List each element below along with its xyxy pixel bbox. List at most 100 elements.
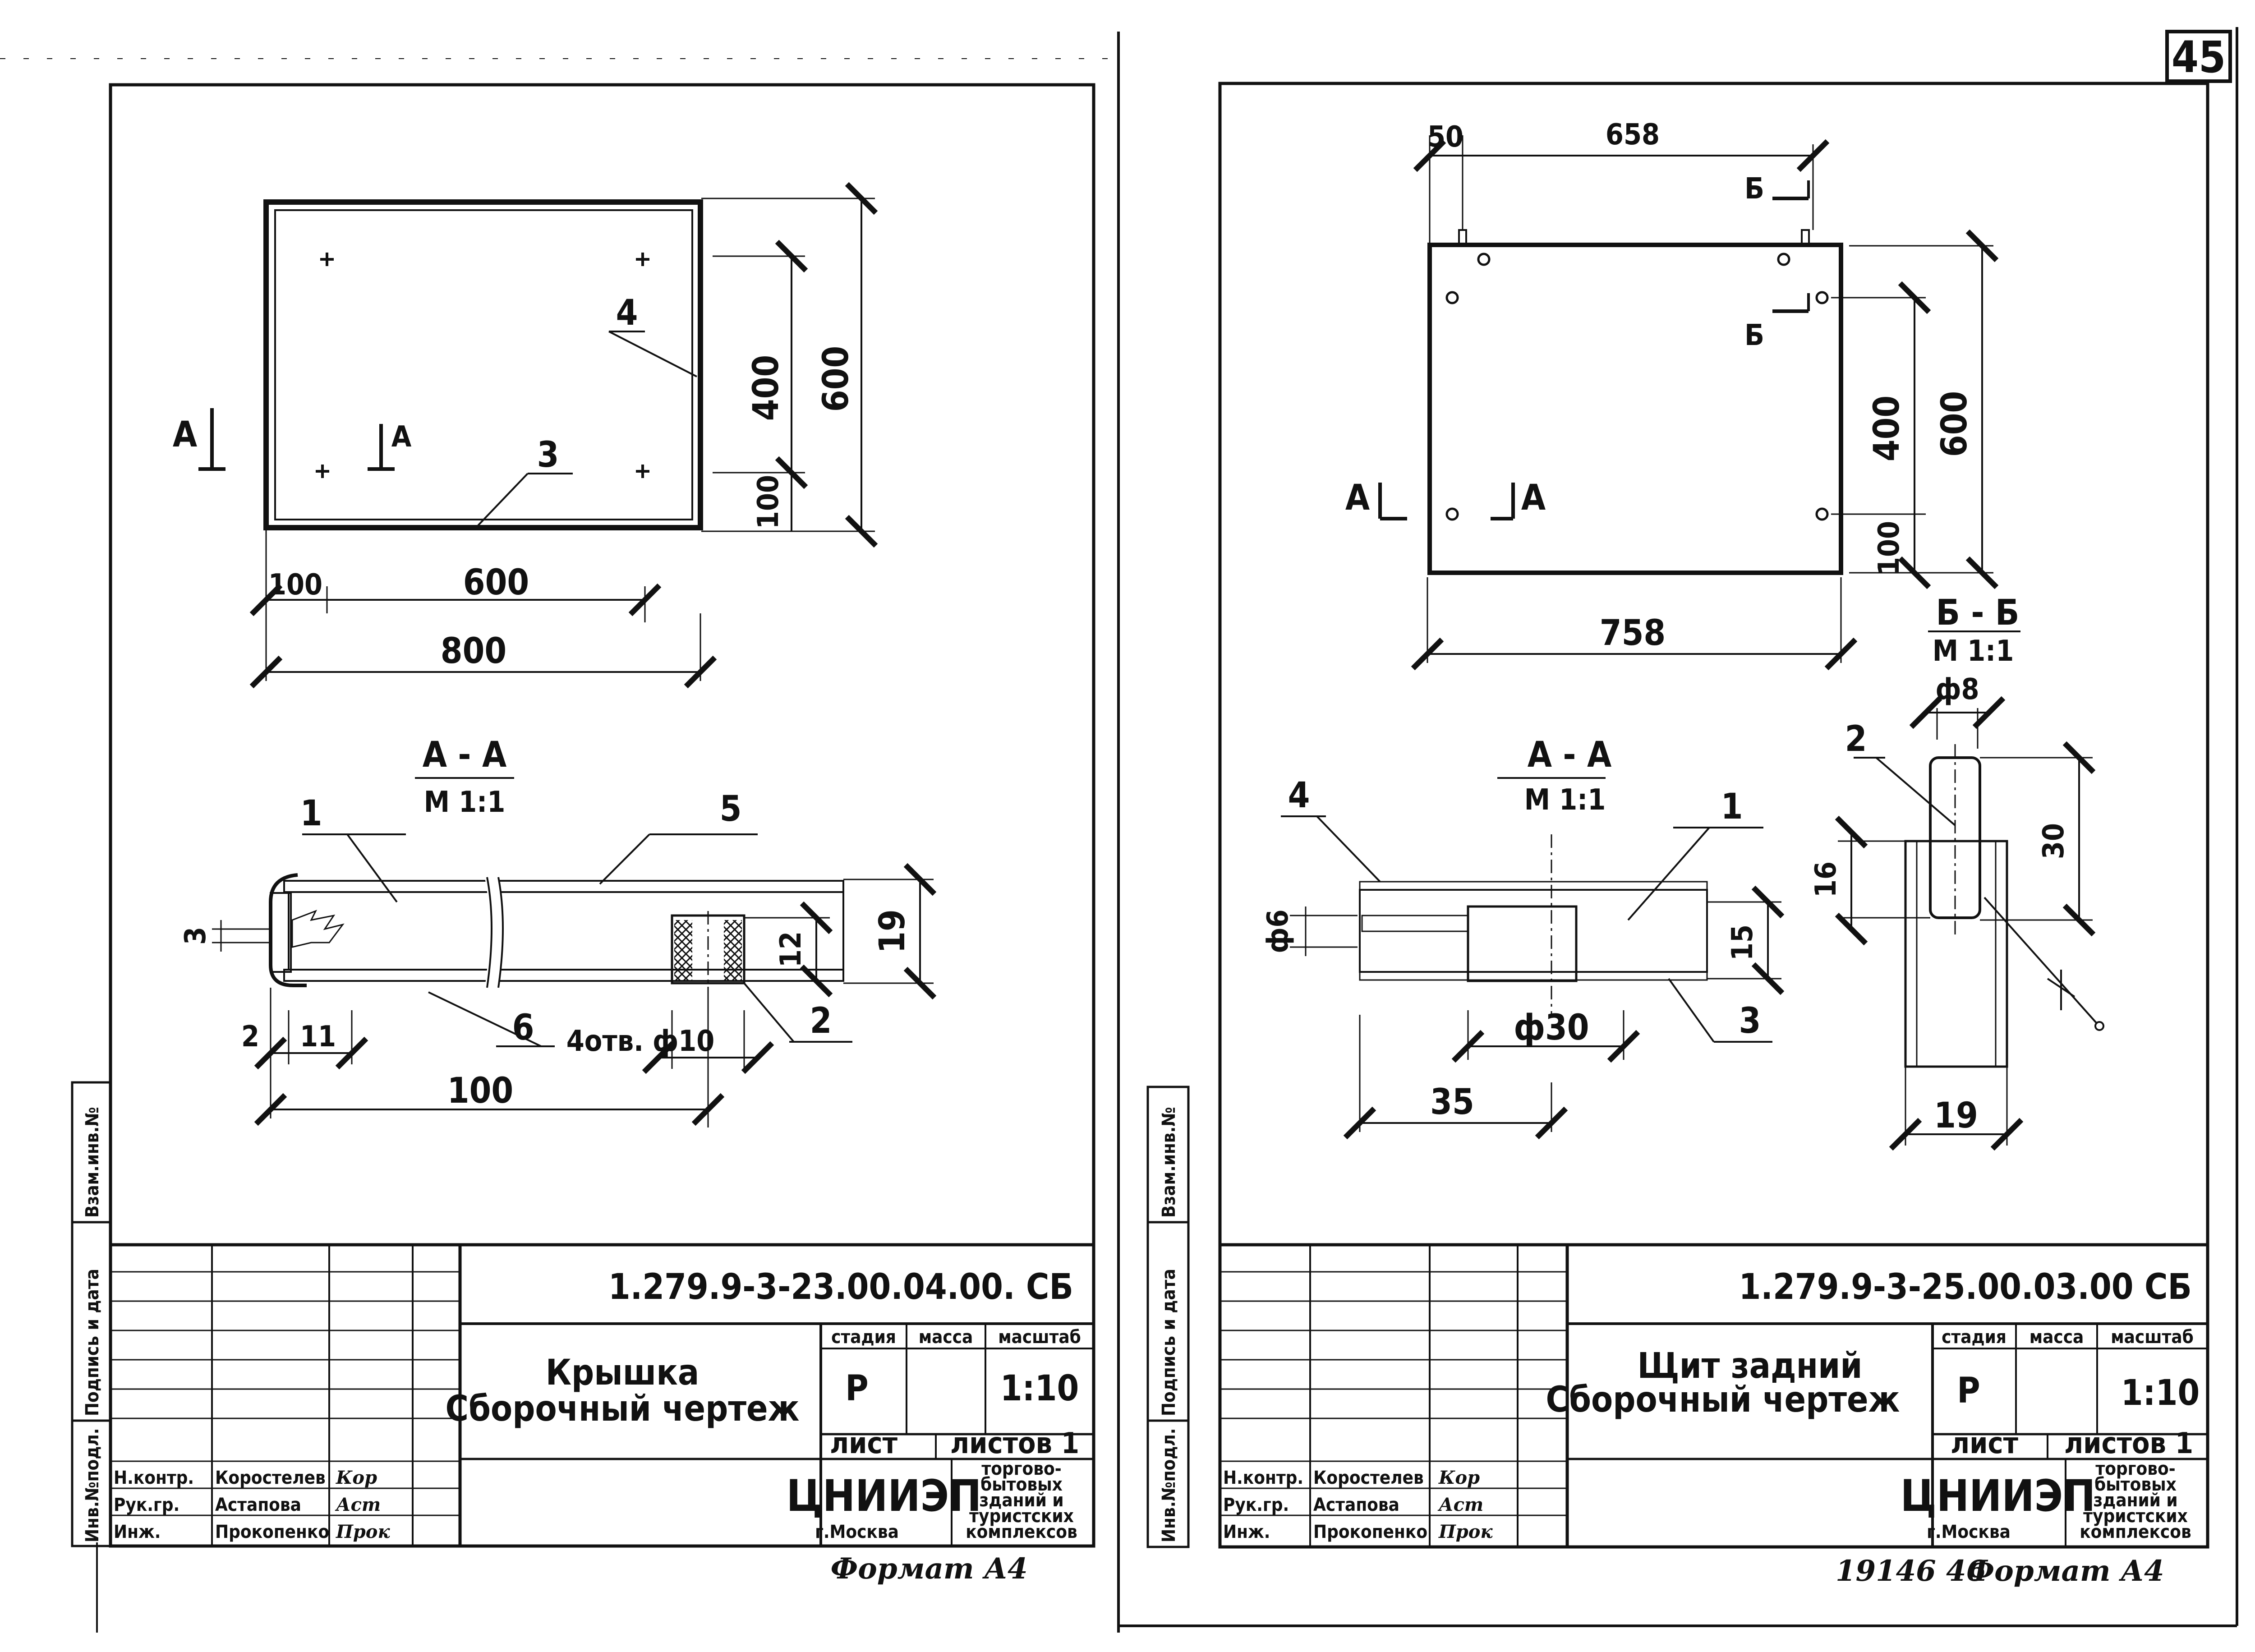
dim-12: 12: [774, 931, 808, 967]
dim-15: 15: [1726, 925, 1759, 961]
dim-phi8: ф8: [1935, 673, 1979, 706]
role-group-head: Рук.гр.: [114, 1495, 179, 1515]
org-desc-5: комплексов: [966, 1522, 1077, 1542]
section-mark-a-left: А: [1345, 478, 1370, 518]
org-desc-4: туристских: [969, 1506, 1074, 1527]
right-side-strip: Инв.№подл. Подпись и дата Взам.инв.№: [1146, 1086, 1190, 1548]
side-label-replace: Взам.инв.№: [1159, 1107, 1179, 1218]
right-sheet-frame: [1218, 82, 2209, 1549]
label-4: 4: [1288, 775, 1310, 816]
dim-35: 35: [1430, 1082, 1474, 1123]
dim-100-vertical: 100: [1873, 521, 1906, 575]
holes-note: 4отв. ф10: [566, 1025, 715, 1058]
dim-phi30: ф30: [1514, 1008, 1589, 1048]
dim-phi6: ф6: [1261, 909, 1295, 953]
mass-header: масса: [919, 1327, 973, 1348]
role-group-head: Рук.гр.: [1223, 1495, 1289, 1515]
name-3: Прокопенко: [215, 1522, 329, 1542]
dim-11: 11: [300, 1020, 336, 1054]
title-line-1: Крышка: [546, 1353, 700, 1393]
dim-600-vertical: 600: [1934, 391, 1975, 457]
section-scale: М 1:1: [424, 786, 506, 819]
org-name: ЦНИИЭП: [787, 1471, 982, 1521]
org-city: г.Москва: [815, 1522, 899, 1542]
left-sheet: Инв.№подл. Подпись и дата Взам.инв.№ 600…: [71, 83, 1095, 1586]
stage-header: стадия: [831, 1327, 896, 1348]
org-desc-1: торгово-: [2095, 1459, 2175, 1479]
org-city: г.Москва: [1927, 1522, 2011, 1542]
stage-value: Р: [845, 1368, 868, 1409]
sheets-header: листов 1: [2064, 1427, 2193, 1460]
dim-3: 3: [179, 927, 212, 945]
dim-400: 400: [1867, 396, 1907, 461]
label-1: 1: [1721, 787, 1743, 827]
label-2: 2: [810, 1001, 832, 1041]
holes: [1445, 253, 1829, 521]
signature-2: Аст: [1437, 1494, 1483, 1515]
signature-3: Прок: [336, 1521, 390, 1542]
label-3: 3: [1739, 1001, 1761, 1041]
section-title: А - А: [423, 735, 507, 775]
callout-4: 4: [616, 293, 638, 333]
role-engineer: Инж.: [1223, 1522, 1270, 1542]
page-number-box: 45: [2165, 30, 2232, 83]
dim-100-horizontal: 100: [268, 568, 322, 602]
org-desc-4: туристских: [2083, 1506, 2188, 1527]
right-section-bb: Б - Б М 1:1 ф8 2: [1809, 593, 2104, 1151]
dim-2: 2: [241, 1020, 259, 1054]
section-mark-b-top: Б: [1744, 172, 1764, 206]
name-1: Коростелев: [1313, 1468, 1424, 1488]
section-bb-scale: М 1:1: [1933, 635, 2014, 668]
org-desc-2: бытовых: [2094, 1474, 2177, 1495]
label-5: 5: [720, 789, 742, 829]
dim-19: 19: [1934, 1095, 1978, 1136]
name-1: Коростелев: [215, 1468, 326, 1488]
org-desc-2: бытовых: [980, 1474, 1063, 1495]
doc-code: 1.279.9-3-25.00.03.00 СБ: [1739, 1267, 2192, 1307]
section-bb-title: Б - Б: [1936, 593, 2020, 633]
dim-600-vertical: 600: [816, 346, 856, 412]
side-label-sign: Подпись и дата: [82, 1269, 103, 1416]
dim-758: 758: [1600, 613, 1666, 653]
right-plan-view: 50 658 Б Б 600 400 100 758: [1345, 118, 1999, 671]
scale-header: масштаб: [2111, 1327, 2194, 1348]
org-desc-3: зданий и: [979, 1490, 1063, 1511]
sheet-header: лист: [1951, 1427, 2019, 1460]
org-desc-1: торгово-: [981, 1459, 1061, 1479]
bottom-stamp: 19146 46: [1836, 1554, 1986, 1588]
section-mark-a-right: А: [1521, 478, 1546, 518]
doc-code: 1.279.9-3-23.00.04.00. СБ: [608, 1267, 1073, 1307]
stage-value: Р: [1957, 1371, 1980, 1411]
side-label-replace: Взам.инв.№: [82, 1107, 103, 1218]
left-sheet-frame: [109, 83, 1095, 1548]
dim-800: 800: [441, 631, 506, 672]
right-section-aa: А - А М 1:1 4 1 3 ф6: [1261, 735, 1785, 1140]
scale-value: 1:10: [1000, 1368, 1079, 1409]
section-mark-a-left: А: [173, 414, 197, 455]
role-norm-control: Н.контр.: [114, 1468, 194, 1488]
signature-3: Прок: [1438, 1521, 1493, 1542]
format-label: Формат А4: [1967, 1554, 2164, 1588]
left-section-aa: А - А М 1:1 1 5: [179, 735, 937, 1127]
sheets-header: листов 1: [950, 1427, 1079, 1460]
name-2: Астапова: [215, 1495, 301, 1515]
dim-30: 30: [2037, 823, 2071, 859]
name-3: Прокопенко: [1313, 1522, 1427, 1542]
mass-header: масса: [2030, 1327, 2084, 1348]
scale-value: 1:10: [2121, 1373, 2200, 1413]
left-title-block: 1.279.9-3-23.00.04.00. СБ Крышка Сборочн…: [110, 1243, 1094, 1546]
dim-16: 16: [1809, 861, 1843, 897]
org-desc-5: комплексов: [2080, 1522, 2191, 1542]
page-number: 45: [2172, 32, 2226, 83]
mark-cross: [316, 253, 649, 478]
org-desc-3: зданий и: [2093, 1490, 2177, 1511]
section-aa-scale: М 1:1: [1524, 783, 1606, 817]
sheet-header: лист: [830, 1427, 898, 1460]
name-2: Астапова: [1313, 1495, 1399, 1515]
dim-600-horizontal: 600: [463, 562, 529, 603]
right-sheet: Инв.№подл. Подпись и дата Взам.инв.№: [1146, 82, 2209, 1588]
section-mark-a-right: А: [391, 420, 412, 454]
role-engineer: Инж.: [114, 1522, 161, 1542]
right-title-block: 1.279.9-3-25.00.03.00 СБ Щит задний Сбор…: [1220, 1243, 2208, 1547]
dim-19: 19: [872, 909, 913, 953]
